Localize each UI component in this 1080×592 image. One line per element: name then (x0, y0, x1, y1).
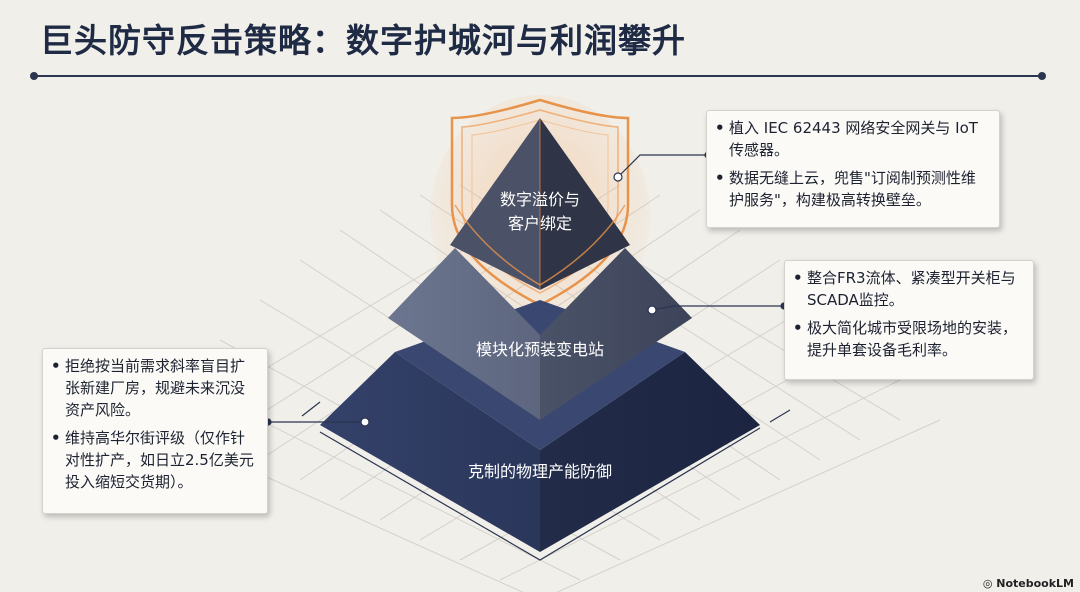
list-item: 植入 IEC 62443 网络安全网关与 IoT 传感器。 (715, 117, 989, 161)
list-item: 整合FR3流体、紧凑型开关柜与SCADA监控。 (793, 267, 1023, 311)
top-tier-label-line2: 客户绑定 (507, 214, 572, 233)
callout-left: 拒绝按当前需求斜率盲目扩张新建厂房，规避未来沉没资产风险。 维持高华尔街评级（仅… (42, 348, 268, 514)
pyramid-top-tier (450, 118, 630, 290)
top-tier-label-line1: 数字溢价与 (499, 190, 580, 209)
list-item: 极大简化城市受限场地的安装，提升单套设备毛利率。 (793, 317, 1023, 361)
watermark-logo-icon: ◎ (982, 577, 997, 590)
title-divider (30, 72, 1046, 80)
top-tier-label: 数字溢价与 客户绑定 (480, 188, 600, 236)
watermark-label: NotebookLM (996, 577, 1074, 590)
callout-middle-right-list: 整合FR3流体、紧凑型开关柜与SCADA监控。 极大简化城市受限场地的安装，提升… (793, 267, 1023, 361)
list-item: 拒绝按当前需求斜率盲目扩张新建厂房，规避未来沉没资产风险。 (51, 355, 257, 421)
middle-tier-label: 模块化预装变电站 (475, 340, 604, 359)
list-item: 维持高华尔街评级（仅作针对性扩产，如日立2.5亿美元投入缩短交货期）。 (51, 427, 257, 493)
page-title: 巨头防守反击策略：数字护城河与利润攀升 (40, 21, 686, 60)
bottom-tier-label: 克制的物理产能防御 (467, 462, 612, 481)
callout-middle-right: 整合FR3流体、紧凑型开关柜与SCADA监控。 极大简化城市受限场地的安装，提升… (784, 260, 1034, 380)
list-item: 数据无缝上云，兜售"订阅制预测性维护服务"，构建极高转换壁垒。 (715, 167, 989, 211)
callout-top-right-list: 植入 IEC 62443 网络安全网关与 IoT 传感器。 数据无缝上云，兜售"… (715, 117, 989, 211)
callout-left-list: 拒绝按当前需求斜率盲目扩张新建厂房，规避未来沉没资产风险。 维持高华尔街评级（仅… (51, 355, 257, 493)
pyramid-middle-tier (388, 248, 692, 420)
callout-top-right: 植入 IEC 62443 网络安全网关与 IoT 传感器。 数据无缝上云，兜售"… (706, 110, 1000, 228)
notebooklm-watermark: ◎ NotebookLM (983, 577, 1074, 590)
